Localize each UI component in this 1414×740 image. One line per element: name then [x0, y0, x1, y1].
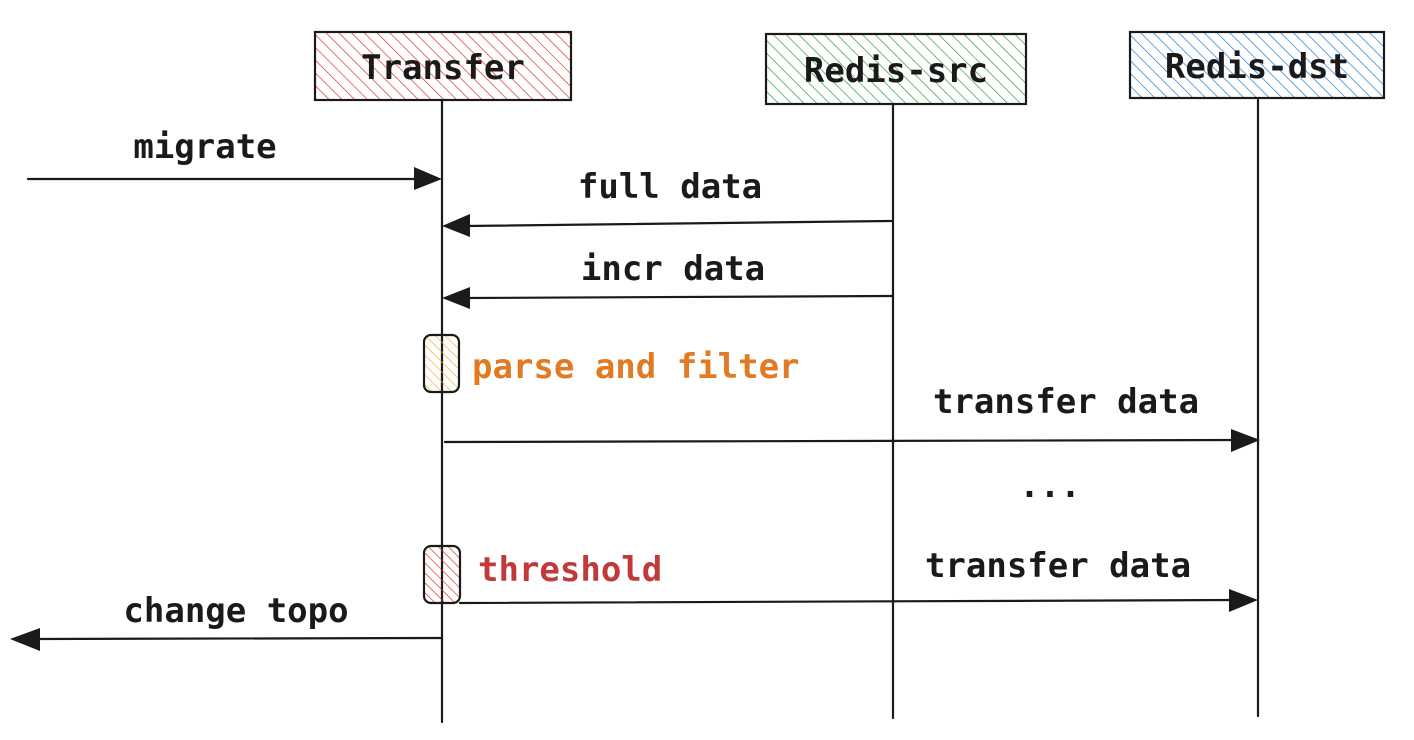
participant-redis-dst-label: Redis-dst [1165, 47, 1349, 87]
message-migrate: migrate [26, 127, 442, 190]
message-incr-data: incr data [442, 249, 895, 309]
note-parse-and-filter: parse and filter [422, 333, 800, 394]
ellipsis: ... [1019, 466, 1080, 506]
participant-redis-dst: Redis-dst [1128, 30, 1386, 100]
change-topo-label: change topo [123, 591, 348, 631]
transfer-data-2-label: transfer data [925, 546, 1191, 586]
transfer-data-1-label: transfer data [933, 382, 1199, 422]
arrowhead-right [1231, 429, 1260, 452]
participant-redis-src: Redis-src [764, 32, 1028, 106]
arrowhead-left [442, 214, 470, 237]
arrowhead-right [414, 167, 442, 190]
incr-data-label: incr data [581, 249, 765, 289]
message-change-topo: change topo [10, 591, 444, 651]
participant-transfer-label: Transfer [361, 48, 525, 88]
migrate-label: migrate [133, 127, 276, 167]
participant-redis-src-label: Redis-src [804, 51, 988, 91]
message-full-data: full data [442, 167, 895, 237]
message-transfer-data-1: transfer data [443, 382, 1260, 452]
parse-filter-label: parse and filter [472, 347, 800, 387]
arrowhead-left [442, 287, 470, 309]
note-threshold: threshold [422, 544, 662, 605]
participant-transfer: Transfer [313, 30, 573, 102]
threshold-label: threshold [478, 550, 662, 590]
arrowhead-right [1229, 589, 1258, 612]
full-data-label: full data [578, 167, 762, 207]
message-transfer-data-2: transfer data [458, 546, 1258, 612]
arrowhead-left [10, 628, 40, 651]
